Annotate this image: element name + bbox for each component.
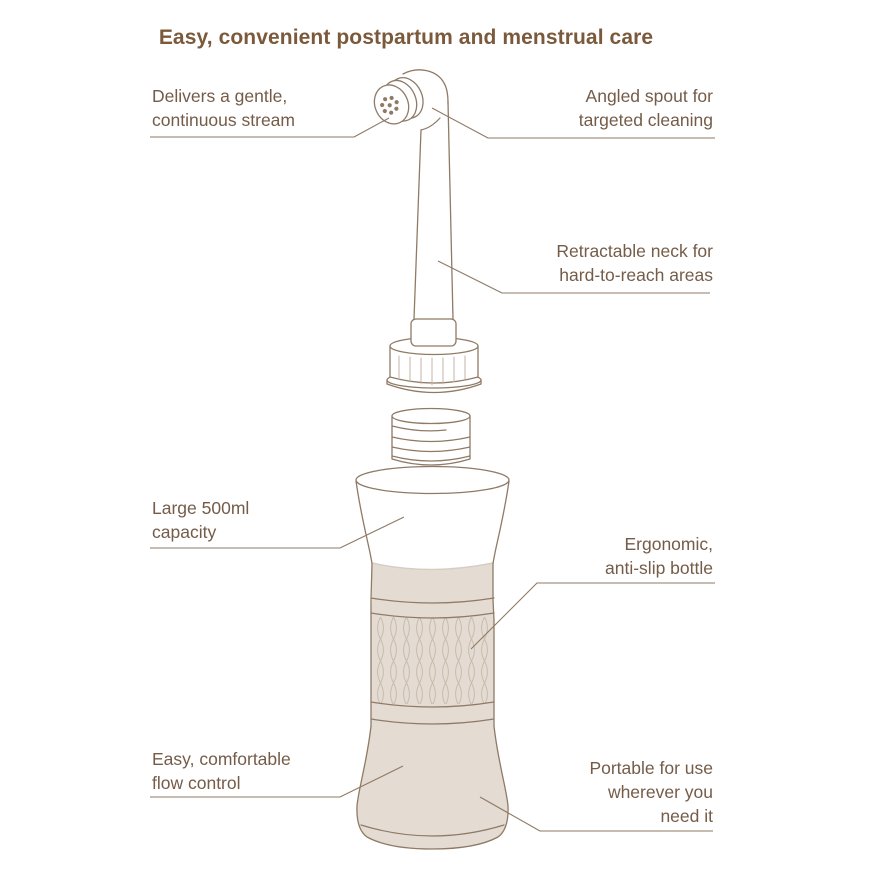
cap-ribs — [398, 355, 466, 386]
leader-lines — [150, 107, 715, 832]
bottle-neck-threads — [391, 407, 471, 466]
leader-line-flow — [150, 765, 404, 798]
tube-bend-inner — [420, 117, 441, 131]
page-title: Easy, convenient postpartum and menstrua… — [158, 26, 654, 49]
peri-bottle-illustration — [355, 69, 510, 850]
callout-flow: Easy, comfortable flow control — [152, 749, 291, 793]
callout-capacity: Large 500ml capacity — [152, 498, 250, 542]
callout-grip: Ergonomic, anti-slip bottle — [605, 534, 713, 578]
leader-line-capacity — [150, 516, 405, 549]
grip-band-lines — [370, 597, 495, 725]
thread-lines — [391, 425, 471, 462]
liquid-line — [371, 562, 494, 571]
angled-neck-tube — [402, 69, 457, 347]
anti-slip-grip-texture — [374, 617, 493, 704]
bottle-outline — [355, 480, 510, 850]
bottle-body — [355, 465, 510, 850]
tube-bend-outer — [402, 69, 449, 104]
leader-line-grip — [470, 582, 715, 650]
callout-spout: Angled spout for targeted cleaning — [578, 86, 713, 130]
leader-line-portable — [479, 796, 713, 832]
callout-stream: Delivers a gentle, continuous stream — [152, 86, 295, 130]
callout-neck: Retractable neck for hard-to-reach areas — [556, 241, 713, 285]
bottle-fill — [356, 563, 509, 849]
nozzle-holes — [380, 95, 399, 115]
callout-portable: Portable for use wherever you need it — [589, 758, 713, 826]
bottle-shoulder — [355, 465, 510, 495]
bottle-base-arc — [360, 824, 505, 837]
leader-line-stream — [150, 117, 390, 138]
leader-line-spout — [431, 107, 715, 139]
leader-line-neck — [437, 260, 710, 294]
spray-head — [373, 77, 424, 125]
